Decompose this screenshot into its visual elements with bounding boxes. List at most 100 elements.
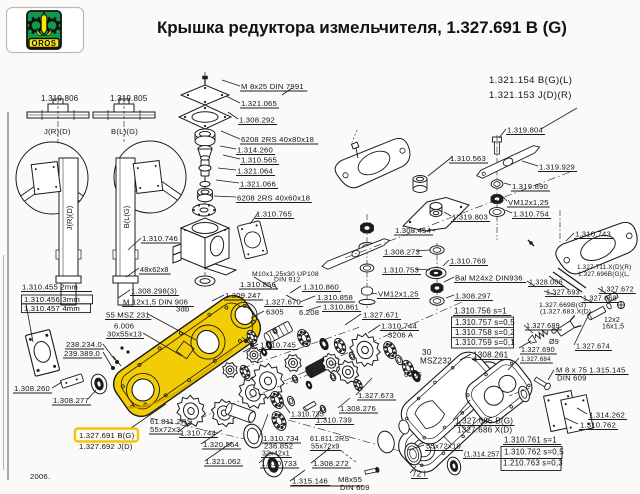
svg-text:1.310.757 s=0,5: 1.310.757 s=0,5 [455, 318, 515, 327]
svg-text:1.310.761 s=1: 1.310.761 s=1 [504, 436, 557, 445]
svg-text:6.006: 6.006 [114, 322, 134, 331]
svg-text:Bal M24x2 DIN936: Bal M24x2 DIN936 [455, 274, 523, 283]
svg-text:M8x55: M8x55 [338, 475, 362, 484]
svg-text:1.321.065: 1.321.065 [241, 99, 277, 108]
svg-text:1.327.671: 1.327.671 [363, 311, 399, 320]
svg-text:M 8 x 75 1.315.145: M 8 x 75 1.315.145 [556, 366, 625, 375]
svg-text:55 MSZ 231: 55 MSZ 231 [106, 311, 150, 320]
svg-text:6206: 6206 [404, 370, 422, 379]
svg-text:1.310.858: 1.310.858 [317, 293, 353, 302]
svg-text:B(L)(G): B(L)(G) [111, 127, 138, 136]
svg-text:1.308.273: 1.308.273 [384, 248, 420, 257]
svg-text:1.310.759 s=0,1: 1.310.759 s=0,1 [455, 338, 515, 347]
svg-text:M 12x1,5 DIN 906: M 12x1,5 DIN 906 [123, 298, 188, 307]
svg-text:61.811.2RS: 61.811.2RS [150, 417, 192, 426]
svg-text:55x72x9: 55x72x9 [311, 442, 340, 451]
svg-text:1.310.856: 1.310.856 [240, 280, 276, 289]
svg-text:VM12x1,25: VM12x1,25 [378, 290, 419, 299]
svg-text:M10x1,25x30 UP108: M10x1,25x30 UP108 [252, 271, 319, 278]
svg-text:12x2: 12x2 [604, 317, 620, 324]
svg-text:1.310.739: 1.310.739 [316, 416, 352, 425]
svg-text:1.310.745: 1.310.745 [260, 341, 296, 350]
svg-text:1.310.762 s=0,5: 1.310.762 s=0,5 [504, 448, 564, 457]
svg-text:1.327.692 J(D): 1.327.692 J(D) [79, 442, 133, 451]
svg-text:1.321.064: 1.321.064 [237, 167, 274, 176]
svg-text:48x62x8: 48x62x8 [140, 265, 169, 274]
svg-text:1.210.763 s=0,3: 1.210.763 s=0,3 [503, 459, 563, 468]
svg-text:6208 2RS 40x60x18: 6208 2RS 40x60x18 [237, 194, 310, 203]
svg-text:1.321.066: 1.321.066 [240, 180, 276, 189]
svg-text:1.308.298(3): 1.308.298(3) [131, 287, 177, 296]
svg-text:1.319.806: 1.319.806 [41, 94, 79, 103]
svg-text:1.319.803: 1.319.803 [452, 213, 488, 222]
svg-text:1.315.146: 1.315.146 [292, 477, 328, 486]
svg-text:1.319.890: 1.319.890 [512, 182, 548, 191]
svg-text:1.328.006: 1.328.006 [529, 278, 563, 287]
svg-text:1.309.247: 1.309.247 [225, 291, 261, 300]
svg-text:6208 2RS 40x80x18: 6208 2RS 40x80x18 [241, 135, 314, 144]
svg-text:DIN 912: DIN 912 [274, 277, 300, 284]
svg-text:1.310.756 s=1: 1.310.756 s=1 [454, 307, 507, 316]
svg-text:(1.327.683.X(D): (1.327.683.X(D) [540, 309, 591, 316]
svg-text:1.308.297: 1.308.297 [455, 292, 491, 301]
svg-text:61.811.2RS: 61.811.2RS [310, 434, 349, 443]
svg-text:1.327.711.X(D)(R): 1.327.711.X(D)(R) [577, 264, 631, 271]
svg-text:1.310.754: 1.310.754 [513, 210, 550, 219]
svg-text:DIN 609: DIN 609 [557, 374, 587, 383]
svg-text:Крышка редуктора измельчителя,: Крышка редуктора измельчителя, 1.327.691… [157, 18, 567, 37]
svg-text:Ø9: Ø9 [549, 337, 559, 346]
svg-text:1.327.684: 1.327.684 [521, 356, 551, 363]
svg-text:2006.: 2006. [30, 472, 50, 481]
svg-text:1.327.669B(G): 1.327.669B(G) [539, 302, 586, 309]
svg-text:1.310.455 2mm: 1.310.455 2mm [22, 283, 78, 292]
svg-text:J(R)(D): J(R)(D) [44, 127, 71, 136]
svg-text:1.310.753: 1.310.753 [383, 266, 419, 275]
svg-text:1.310.861: 1.310.861 [323, 303, 359, 312]
svg-text:1.327.689: 1.327.689 [526, 321, 560, 330]
svg-text:1.327.674: 1.327.674 [576, 342, 610, 351]
svg-text:1.310.456 3mm: 1.310.456 3mm [24, 295, 80, 304]
svg-text:(1.314.257: (1.314.257 [464, 452, 499, 459]
svg-text:1.327.670: 1.327.670 [265, 298, 301, 307]
svg-text:1.310.860: 1.310.860 [303, 283, 339, 292]
svg-text:1.308.277: 1.308.277 [53, 396, 89, 405]
svg-text:1.310.734: 1.310.734 [263, 434, 300, 443]
svg-text:MSZ232: MSZ232 [420, 357, 452, 366]
svg-text:1308.261: 1308.261 [473, 351, 509, 360]
svg-text:1.327.673: 1.327.673 [358, 391, 394, 400]
svg-text:1.319.929: 1.319.929 [539, 163, 575, 172]
svg-text:1.308.292: 1.308.292 [239, 116, 275, 125]
svg-text:239.389.0: 239.389.0 [64, 349, 100, 358]
svg-text:1.314.260: 1.314.260 [237, 146, 273, 155]
svg-text:1.327.693: 1.327.693 [546, 288, 580, 297]
svg-text:1.327.696B(G)(L,: 1.327.696B(G)(L, [578, 271, 630, 278]
svg-text:16x1,5: 16x1,5 [602, 324, 624, 331]
svg-text:1.310.746: 1.310.746 [142, 234, 178, 243]
svg-text:1.310.758 s=0,2: 1.310.758 s=0,2 [455, 328, 515, 337]
svg-text:3db: 3db [176, 305, 189, 314]
svg-text:238.234.0: 238.234.0 [66, 340, 102, 349]
svg-text:B(L(G): B(L(G) [122, 205, 131, 228]
svg-text:55x72x3: 55x72x3 [150, 425, 180, 434]
svg-text:1.310.733: 1.310.733 [261, 459, 297, 468]
svg-text:6305: 6305 [266, 308, 284, 317]
svg-text:1.310.762: 1.310.762 [580, 421, 616, 430]
svg-text:1327.686 X(D): 1327.686 X(D) [457, 426, 512, 435]
svg-text:1.310.563: 1.310.563 [450, 154, 486, 163]
svg-text:1.310.744: 1.310.744 [180, 429, 217, 438]
svg-text:1.327.691 B(G): 1.327.691 B(G) [79, 431, 135, 440]
svg-text:6.208: 6.208 [299, 308, 319, 317]
svg-text:55x72x10: 55x72x10 [426, 442, 461, 451]
svg-text:30: 30 [422, 348, 432, 357]
svg-text:3206 A: 3206 A [388, 331, 414, 340]
svg-text:72 l: 72 l [412, 470, 426, 479]
svg-text:1.308.260: 1.308.260 [14, 384, 50, 393]
svg-text:1.310.743: 1.310.743 [575, 230, 611, 239]
svg-text:30x55x13: 30x55x13 [107, 330, 142, 339]
svg-text:1.321.154 B(G)(L): 1.321.154 B(G)(L) [489, 75, 572, 86]
svg-text:236.852: 236.852 [264, 442, 293, 451]
svg-text:1.327.690: 1.327.690 [521, 345, 555, 354]
svg-text:1.310.765: 1.310.765 [256, 210, 292, 219]
svg-text:M 8x25 DIN 7991: M 8x25 DIN 7991 [241, 82, 304, 91]
svg-text:1.310.769: 1.310.769 [450, 257, 486, 266]
